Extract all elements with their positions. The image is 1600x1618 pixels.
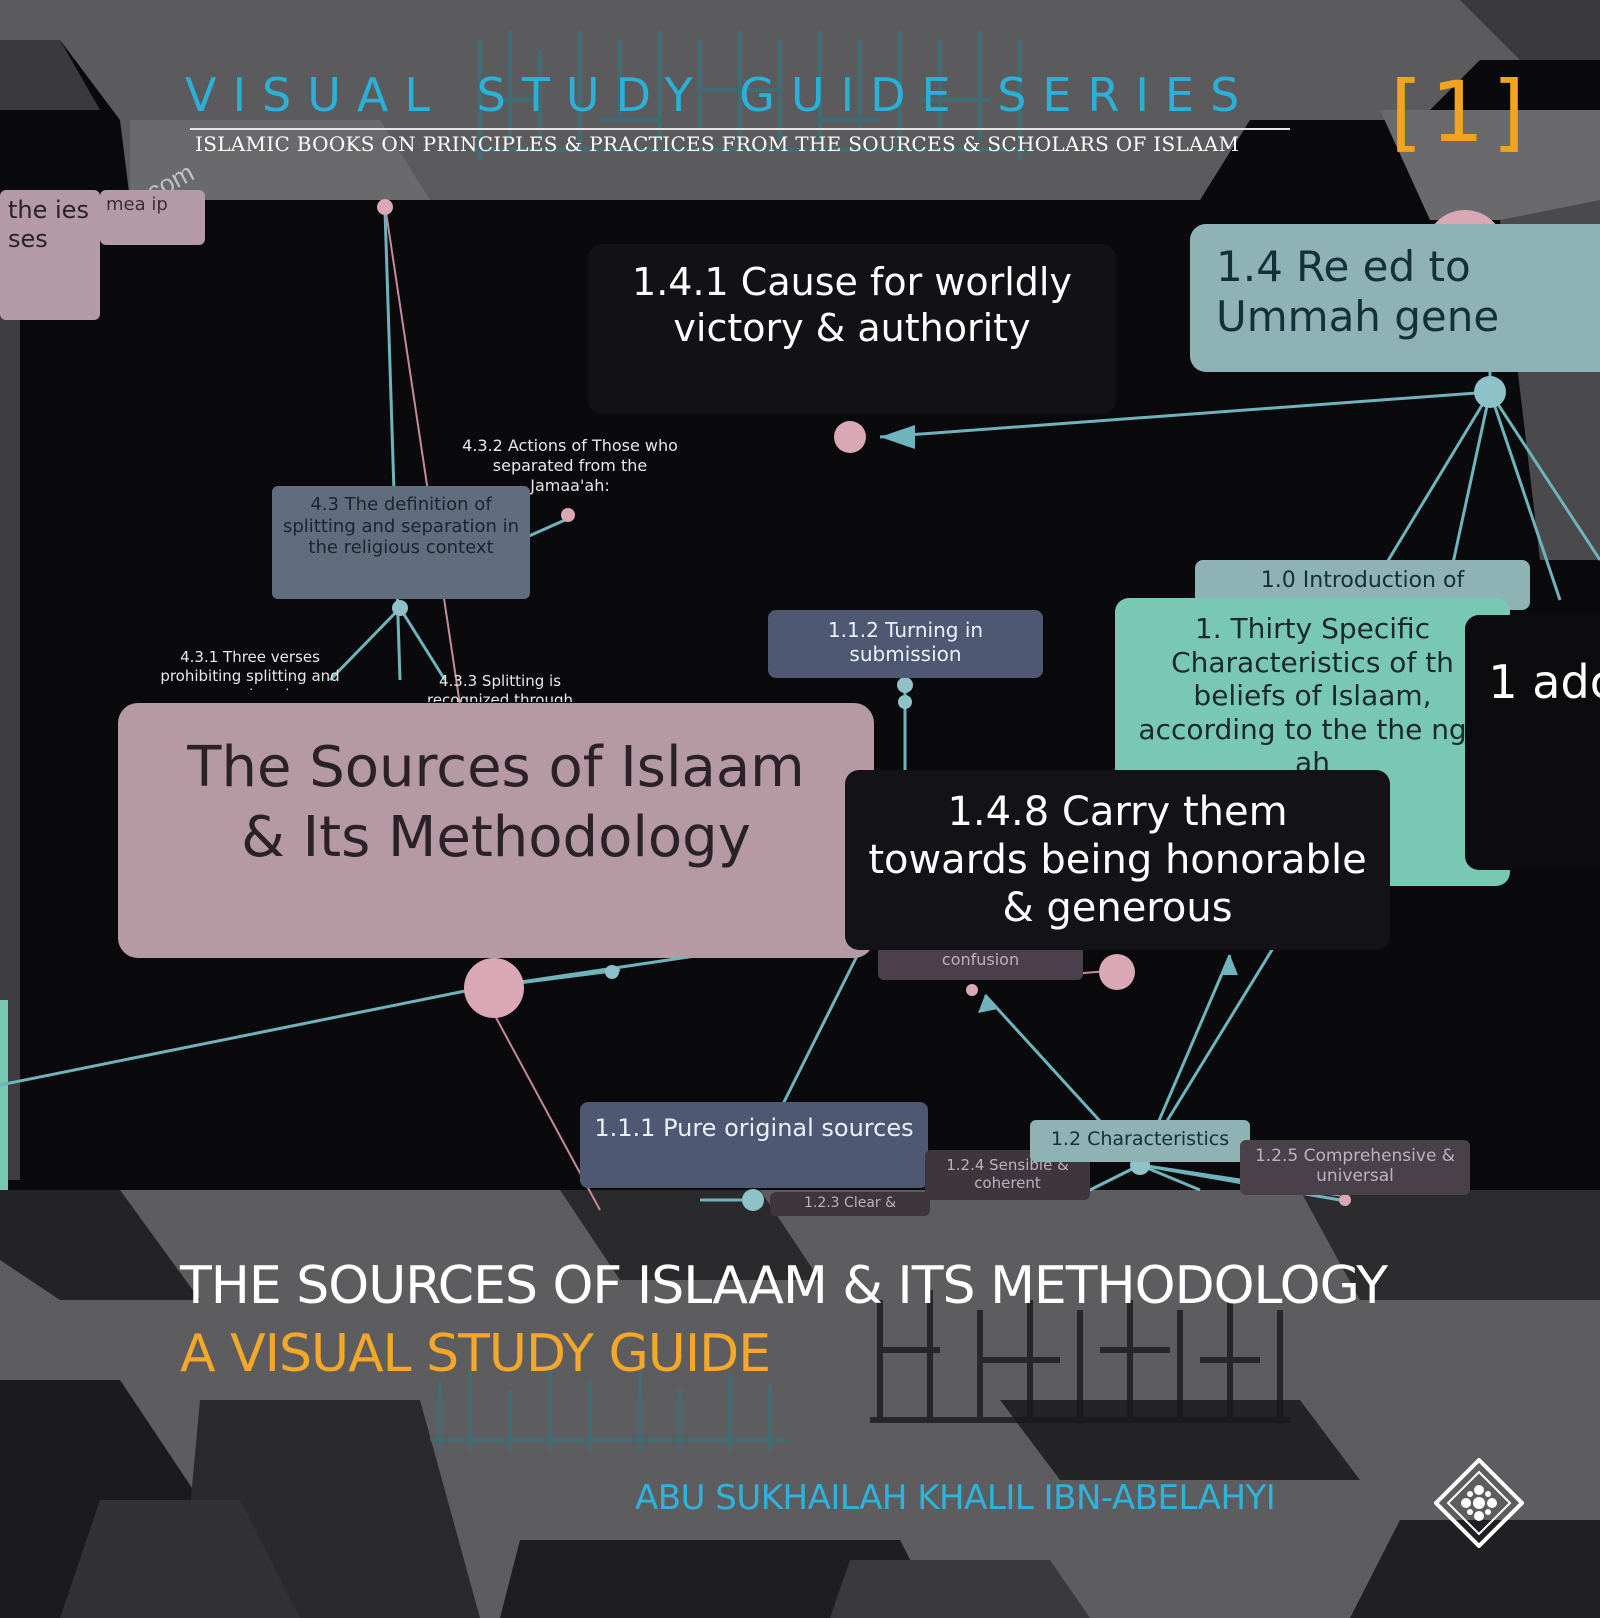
node-4-3: 4.3 The definition of splitting and sepa… [272, 486, 530, 599]
book-subtitle: A VISUAL STUDY GUIDE [180, 1324, 771, 1384]
node-1-4-8: 1.4.8 Carry them towards being honorable… [845, 770, 1390, 950]
series-title: VISUAL STUDY GUIDE SERIES [185, 68, 1256, 122]
node-1-1-1: 1.1.1 Pure original sources [580, 1102, 928, 1188]
node-center-topic: The Sources of Islaam & Its Methodology [118, 703, 874, 958]
node-4-3-2: 4.3.2 Actions of Those who separated fro… [462, 436, 678, 495]
node-left-fragment-2: mea ip [100, 190, 205, 245]
node-4-3-1: 4.3.1 Three verses prohibiting splitting… [160, 648, 340, 690]
series-number: [1] [1390, 63, 1533, 161]
publisher-logo-icon [1434, 1458, 1524, 1548]
node-1-4: 1.4 Re ed to Ummah gene [1190, 224, 1600, 372]
node-1-2: 1.2 Characteristics [1030, 1120, 1250, 1162]
node-1-2-5: 1.2.5 Comprehensive & universal [1240, 1140, 1470, 1195]
node-left-fragment: the ies ses [0, 190, 100, 320]
node-1-2-3: 1.2.3 Clear & [770, 1192, 930, 1216]
book-author: ABU SUKHAILAH KHALIL IBN-ABELAHYI [635, 1478, 1276, 1518]
book-title: THE SOURCES OF ISLAAM & ITS METHODOLOGY [180, 1256, 1388, 1316]
series-subtitle: ISLAMIC BOOKS ON PRINCIPLES & PRACTICES … [195, 132, 1240, 156]
node-1-4-1: 1.4.1 Cause for worldly victory & author… [588, 244, 1116, 414]
node-1-right-fragment: 1 adc [1465, 615, 1600, 870]
series-divider [190, 128, 1290, 130]
node-1-1-2: 1.1.2 Turning in submission [768, 610, 1043, 678]
node-4-3-3: 4.3.3 Splitting is recognized through [426, 672, 573, 702]
